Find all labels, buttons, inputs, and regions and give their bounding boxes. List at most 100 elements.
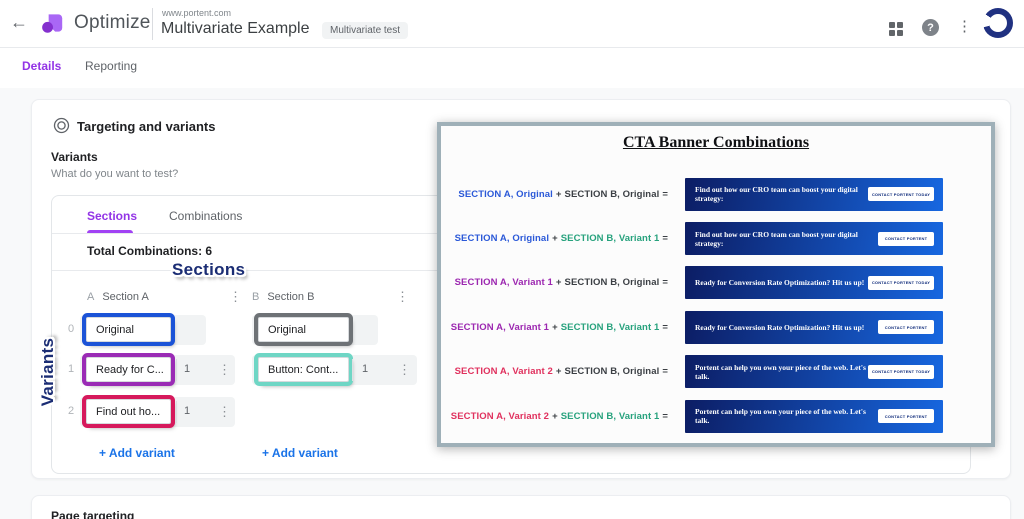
section-a-label: SECTION A, Variant 1: [450, 321, 550, 333]
section-b-label: SECTION B, Original: [564, 366, 660, 378]
variant-chip-a-variant1[interactable]: Ready for C...: [86, 357, 171, 382]
plus-sign: +: [552, 321, 558, 333]
divider: [352, 359, 353, 381]
section-b-label: SECTION B, Variant 1: [560, 321, 660, 333]
cta-banner: Portent can help you own your piece of t…: [685, 399, 943, 433]
account-avatar[interactable]: [983, 8, 1013, 38]
add-variant-button-section-a[interactable]: + Add variant: [99, 446, 175, 460]
combination-row: SECTION A, Variant 1+SECTION B, Original…: [441, 261, 991, 305]
card-title: Targeting and variants: [77, 119, 216, 134]
help-icon[interactable]: ?: [922, 19, 939, 36]
banner-cta-button[interactable]: CONTACT PORTENT: [878, 409, 934, 424]
tab-details[interactable]: Details: [22, 59, 62, 73]
sections-tab-underline: [87, 230, 133, 233]
equals-sign: =: [662, 410, 668, 422]
variant-chip-b-variant1[interactable]: Button: Cont...: [258, 357, 349, 382]
banner-text: Find out how our CRO team can boost your…: [695, 229, 858, 248]
plus-sign: +: [555, 277, 562, 289]
equals-sign: =: [662, 321, 668, 333]
column-letter: A: [87, 291, 95, 303]
cta-banner: Find out how our CRO team can boost your…: [685, 177, 943, 211]
variant-row: 2 Find out ho... 1 ⋮: [52, 397, 970, 427]
equals-sign: =: [662, 233, 668, 245]
variant-row: 1 Ready for C... 1 ⋮ Button: Cont... 1 ⋮: [52, 355, 970, 385]
banner-text: Portent can help you own your piece of t…: [695, 362, 866, 381]
plus-sign: +: [555, 366, 562, 378]
combination-label: SECTION A, Variant 1+SECTION B, Variant …: [441, 322, 671, 333]
section-a-label: SECTION A, Variant 2: [450, 410, 550, 422]
column-header-section-b: B Section B: [252, 291, 314, 303]
variant-row: 0 Original Original: [52, 315, 970, 345]
section-b-label: SECTION B, Original: [564, 277, 660, 289]
site-url: www.portent.com: [162, 8, 232, 18]
nav-tabs: Details Reporting: [0, 47, 1024, 88]
section-a-label: SECTION A, Original: [454, 233, 550, 245]
cta-banner-combinations-overlay: CTA Banner Combinations SECTION A, Origi…: [437, 122, 995, 447]
cta-banner: Ready for Conversion Rate Optimization? …: [685, 266, 943, 300]
section-b-label: SECTION B, Variant 1: [560, 410, 660, 422]
banner-cta-button[interactable]: CONTACT PORTENT: [878, 320, 934, 335]
section-a-menu-icon[interactable]: ⋮: [229, 289, 242, 304]
page-targeting-card: Page targeting: [31, 495, 1011, 519]
variant-weight[interactable]: 1: [184, 405, 191, 417]
section-b-label: SECTION B, Original: [564, 188, 660, 200]
section-a-label: SECTION A, Original: [458, 188, 553, 200]
annotation-variants-label: Variants: [38, 337, 57, 407]
variant-cell-a2: Find out ho... 1 ⋮: [80, 397, 235, 427]
combination-row: SECTION A, Variant 1+SECTION B, Variant …: [441, 305, 991, 349]
variant-menu-icon[interactable]: ⋮: [398, 362, 411, 377]
variant-cell-a0: Original: [80, 315, 206, 345]
column-letter: B: [252, 291, 260, 303]
header-divider: [152, 8, 153, 40]
add-variant-button-section-b[interactable]: + Add variant: [262, 446, 338, 460]
banner-text: Ready for Conversion Rate Optimization? …: [695, 278, 865, 288]
combination-label: SECTION A, Variant 1+SECTION B, Original…: [441, 277, 671, 288]
variant-chip-b-original[interactable]: Original: [258, 317, 349, 342]
combination-label: SECTION A, Original+SECTION B, Variant 1…: [441, 233, 671, 244]
tab-reporting[interactable]: Reporting: [85, 59, 138, 73]
app-name: Optimize: [74, 12, 151, 33]
apps-grid-icon[interactable]: [889, 22, 903, 36]
column-name: Section B: [267, 291, 315, 303]
banner-text: Ready for Conversion Rate Optimization? …: [695, 322, 865, 332]
variant-weight[interactable]: 1: [362, 363, 369, 375]
banner-cta-button[interactable]: CONTACT PORTENT: [878, 231, 934, 246]
section-b-label: SECTION B, Variant 1: [560, 233, 660, 245]
back-arrow-icon[interactable]: ←: [10, 12, 28, 32]
row-index: 1: [68, 363, 75, 375]
section-b-menu-icon[interactable]: ⋮: [396, 289, 409, 304]
variant-menu-icon[interactable]: ⋮: [218, 362, 231, 377]
more-options-icon[interactable]: ⋮: [957, 18, 972, 35]
target-icon: [53, 117, 70, 139]
page-targeting-title: Page targeting: [51, 509, 135, 519]
combination-label: SECTION A, Variant 2+SECTION B, Variant …: [441, 411, 671, 422]
banner-cta-button[interactable]: CONTACT PORTENT TODAY: [868, 275, 934, 290]
divider: [176, 401, 177, 423]
equals-sign: =: [662, 277, 668, 289]
section-a-label: SECTION A, Variant 1: [454, 277, 553, 289]
banner-cta-button[interactable]: CONTACT PORTENT TODAY: [868, 187, 934, 202]
variant-menu-icon[interactable]: ⋮: [218, 404, 231, 419]
variant-weight[interactable]: 1: [184, 363, 191, 375]
variant-chip-a-variant2[interactable]: Find out ho...: [86, 399, 171, 424]
combination-row: SECTION A, Variant 2+SECTION B, Original…: [441, 350, 991, 394]
equals-sign: =: [662, 188, 668, 200]
tab-combinations[interactable]: Combinations: [169, 209, 243, 223]
cta-banner: Ready for Conversion Rate Optimization? …: [685, 310, 943, 344]
cta-banner: Portent can help you own your piece of t…: [685, 355, 943, 389]
section-a-label: SECTION A, Variant 2: [454, 366, 553, 378]
plus-sign: +: [555, 188, 562, 200]
banner-cta-button[interactable]: CONTACT PORTENT TODAY: [868, 364, 934, 379]
variants-hint: What do you want to test?: [51, 168, 179, 180]
tab-sections[interactable]: Sections: [87, 209, 138, 223]
annotation-sections-label: Sections: [172, 260, 246, 279]
cta-banner: Find out how our CRO team can boost your…: [685, 222, 943, 256]
combination-row: SECTION A, Variant 2+SECTION B, Variant …: [441, 394, 991, 438]
total-combinations: Total Combinations: 6: [87, 244, 213, 258]
combination-row: SECTION A, Original+SECTION B, Variant 1…: [441, 216, 991, 260]
variant-chip-a-original[interactable]: Original: [86, 317, 171, 342]
combination-row: SECTION A, Original+SECTION B, Original=…: [441, 172, 991, 216]
experiment-title: Multivariate Example: [161, 20, 310, 37]
experiment-type-badge: Multivariate test: [322, 22, 409, 39]
